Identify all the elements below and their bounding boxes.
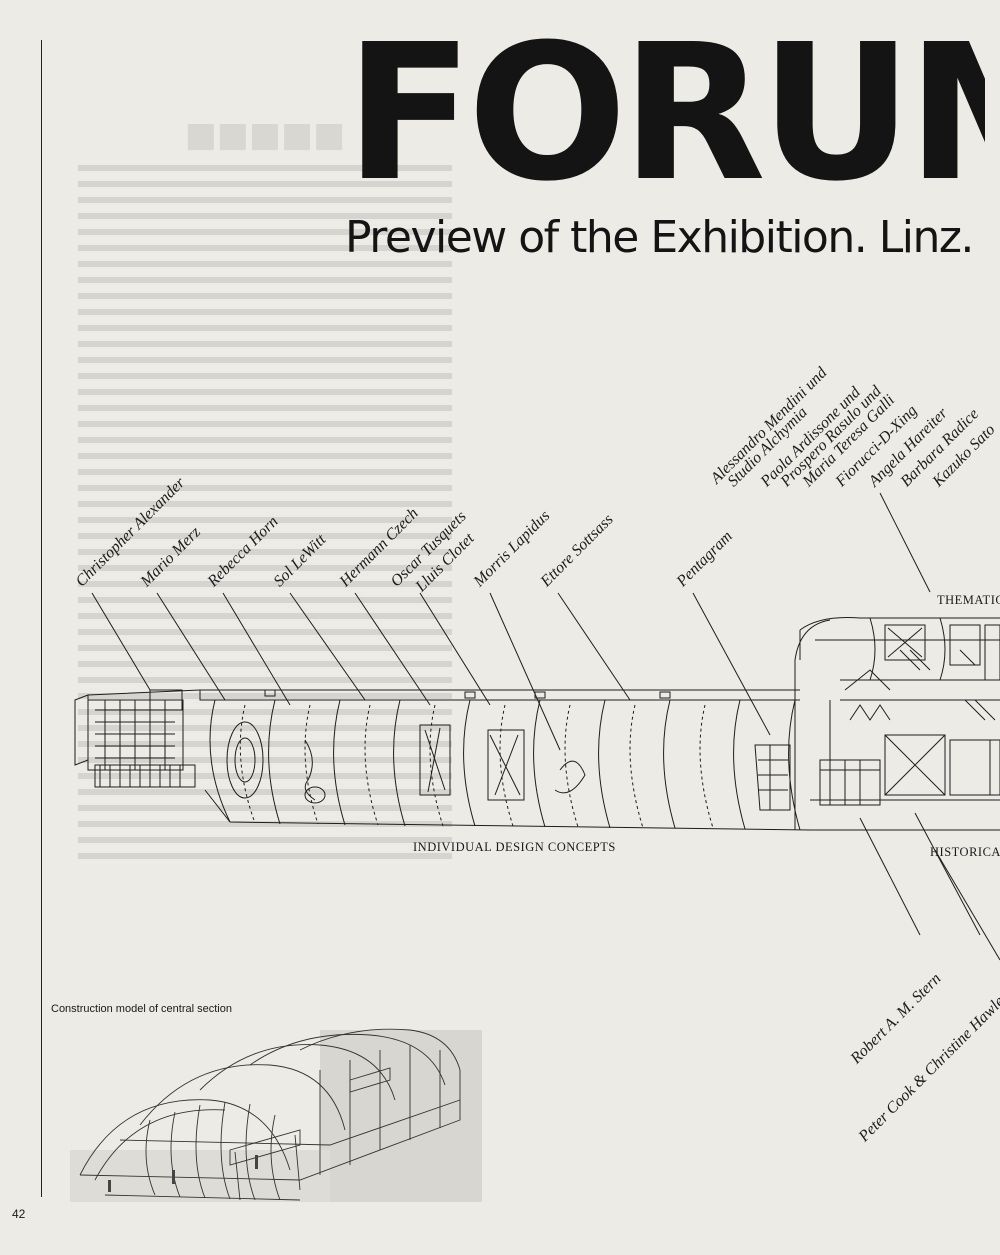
margin-rule bbox=[41, 40, 42, 1197]
label-historical: HISTORICAL bbox=[930, 845, 1000, 859]
page-number: 42 bbox=[12, 1207, 26, 1221]
photo-caption: Construction model of central section bbox=[51, 1003, 232, 1015]
page-subtitle: Preview of the Exhibition. Linz. bbox=[345, 212, 974, 263]
label-thematic: THEMATIC bbox=[937, 593, 1000, 607]
page-title: FORUM bbox=[345, 20, 985, 208]
label-individual-design-concepts: INDIVIDUAL DESIGN CONCEPTS bbox=[413, 840, 616, 854]
